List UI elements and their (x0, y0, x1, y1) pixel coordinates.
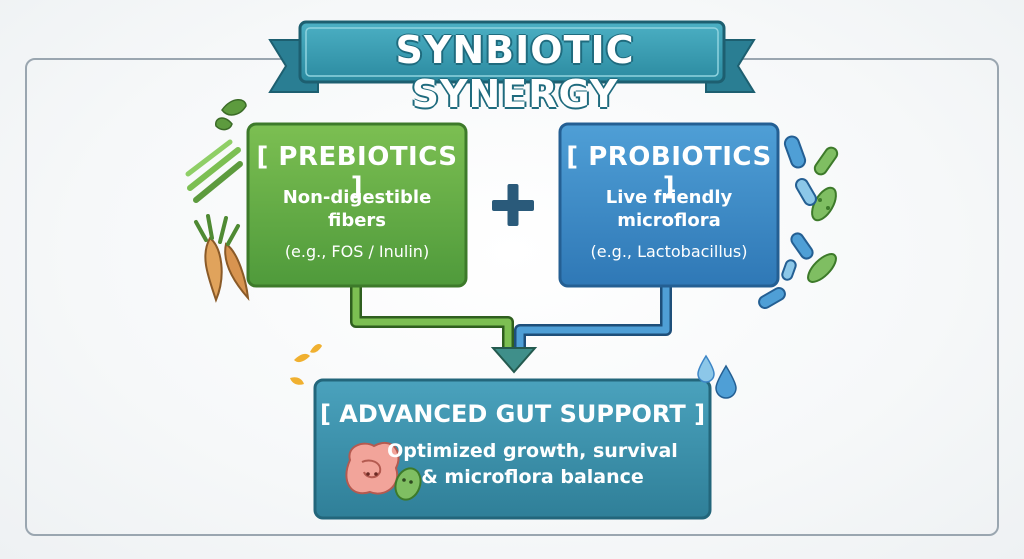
probiotics-box (558, 122, 780, 288)
probiotics-title: [ PROBIOTICS ] (566, 142, 772, 202)
carrot-root-icon (194, 214, 250, 303)
sparkle-icon (290, 344, 322, 385)
probiotics-example: (e.g., Lactobacillus) (590, 242, 748, 261)
result-line2: & microflora balance (421, 466, 644, 488)
prebiotics-example: (e.g., FOS / Inulin) (284, 242, 430, 261)
prebiotics-box (246, 122, 468, 288)
fiber-sticks-icon (185, 139, 243, 203)
prebiotics-line1: Non-digestible (282, 187, 432, 208)
water-drop-icon (697, 354, 737, 399)
title-banner (268, 20, 756, 93)
probiotics-line2: microflora (617, 210, 721, 231)
result-title: [ ADVANCED GUT SUPPORT ] (319, 400, 706, 428)
prebiotics-line2: fibers (327, 210, 387, 231)
probiotics-line1: Live friendly (605, 187, 733, 208)
gut-mascot-icon (345, 441, 422, 501)
merge-arrows (350, 286, 672, 374)
prebiotics-title: [ PREBIOTICS ] (256, 142, 458, 202)
plus-icon (492, 184, 534, 226)
leaf-icon (215, 99, 247, 131)
diagram-title: SYNBIOTIC SYNERGY (395, 28, 635, 116)
bacteria-icon (758, 135, 839, 309)
result-line1: Optimized growth, survival (387, 440, 678, 462)
